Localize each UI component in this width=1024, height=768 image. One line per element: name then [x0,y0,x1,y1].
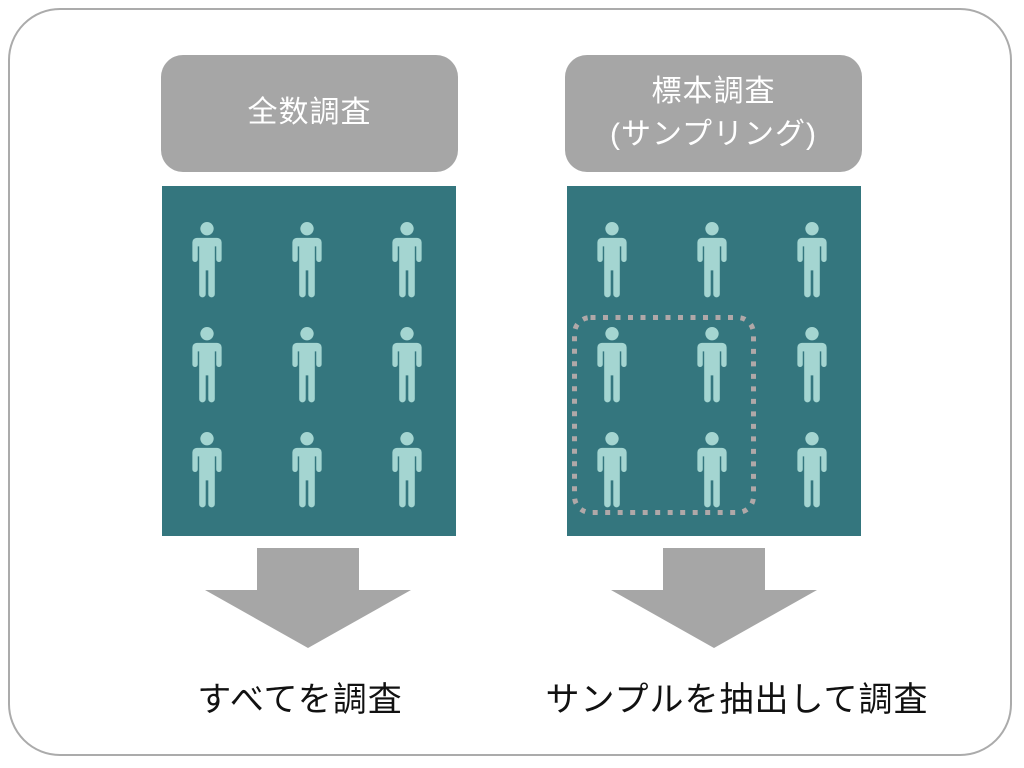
person-icon [694,327,730,405]
person-icon [594,222,630,300]
person-icon [189,432,225,510]
person-icon [694,222,730,300]
people-row [189,327,425,405]
person-icon [794,432,830,510]
sample-selection-box [572,315,756,515]
person-icon [594,327,630,405]
sampling-caption: サンプルを抽出して調査 [545,681,929,719]
person-icon [594,432,630,510]
sampling-header-line2: (サンプリング) [609,117,818,151]
census-population-panel [162,186,456,536]
person-icon [794,327,830,405]
person-icon [794,222,830,300]
person-icon [694,432,730,510]
sampling-header-line1: 標本調査 [651,74,776,108]
people-row [594,222,830,300]
sampling-header: 標本調査 (サンプリング) [565,55,862,172]
census-header-label: 全数調査 [247,96,372,130]
people-row [189,222,425,300]
sampling-people-grid [567,186,861,536]
person-icon [289,432,325,510]
person-icon [389,327,425,405]
people-row [594,327,830,405]
down-arrow-icon [611,548,817,648]
person-icon [289,222,325,300]
census-people-grid [162,186,456,536]
person-icon [389,222,425,300]
people-row [594,432,830,510]
down-arrow-icon [205,548,411,648]
sampling-population-panel [567,186,861,536]
census-caption: すべてを調査 [197,681,403,719]
person-icon [189,327,225,405]
person-icon [189,222,225,300]
slide-border-frame [8,8,1012,756]
person-icon [389,432,425,510]
person-icon [289,327,325,405]
census-header: 全数調査 [161,55,458,172]
people-row [189,432,425,510]
